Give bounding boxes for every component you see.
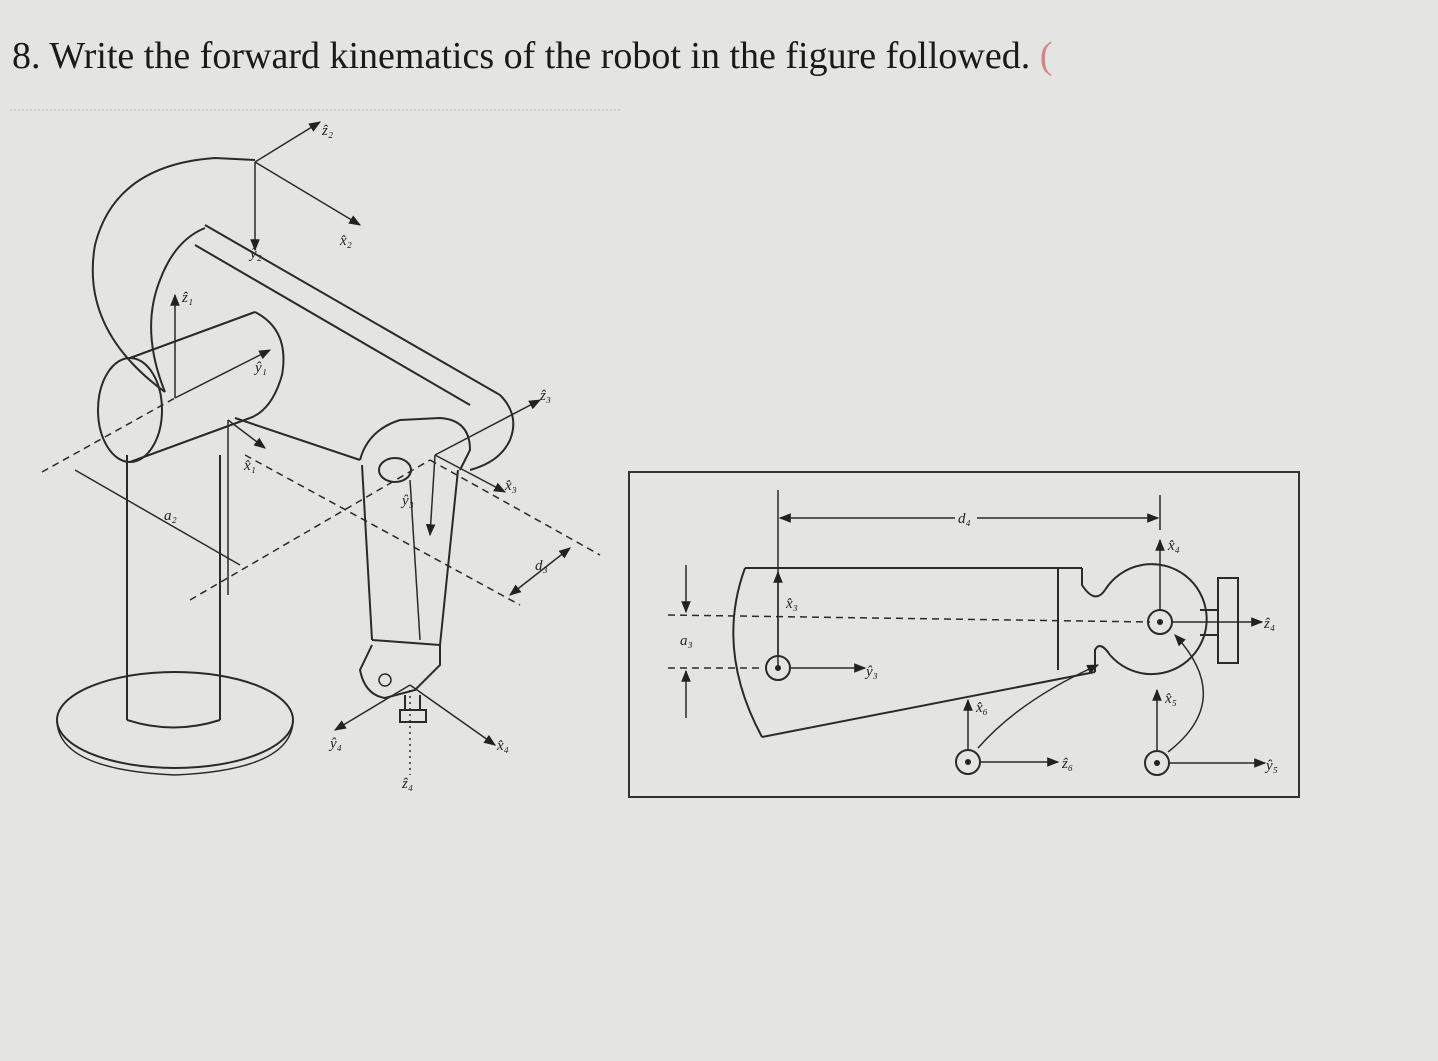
wrist-notch-bottom (1094, 645, 1111, 672)
pedestal-bottom (126, 719, 221, 729)
right-axis-labels: d₄ a₃ x̂₃ ŷ₃ x̂₄ ẑ₄ x̂₆ ẑ₆ x̂₅ ŷ₅ (680, 511, 1278, 774)
label-y5: ŷ₅ (1264, 758, 1278, 774)
left-robot-drawing (56, 156, 515, 776)
axis-x2-arrow (254, 161, 362, 226)
base-disc (56, 671, 294, 769)
left-frame-axes (41, 121, 601, 775)
wrist-joint-circle (1104, 563, 1208, 676)
a2-dim-line (74, 469, 241, 566)
label-x4: x̂₄ (496, 738, 509, 754)
dashed-line-d3 (429, 459, 601, 556)
label-z2: ẑ₂ (321, 123, 333, 139)
base-disc-rim (56, 721, 294, 776)
axis-y4-arrow (333, 684, 411, 731)
shoulder-cylinder-top (129, 311, 256, 359)
label-x3: x̂₃ (504, 478, 517, 494)
detail-frame (628, 471, 1300, 798)
label-y4: ŷ₄ (328, 736, 342, 752)
label-x1: x̂₁ (243, 458, 256, 474)
forearm-outline-left (732, 567, 763, 738)
elbow-bolt (378, 457, 412, 483)
question-text: 8. Write the forward kinematics of the r… (12, 34, 1052, 78)
label-d4: d₄ (958, 511, 971, 527)
question-trail-mark: ( (1039, 35, 1053, 77)
end-effector-flange (399, 709, 427, 723)
d3-dim-arrow (509, 547, 571, 596)
axis-y1-arrow (174, 349, 272, 399)
label-x4-right: x̂₄ (1167, 538, 1180, 554)
rotation-arc-6 (977, 664, 1100, 749)
shoulder-hood-outer (91, 156, 256, 393)
label-x5: x̂₅ (1164, 691, 1177, 707)
upper-arm-top-edge (204, 224, 501, 396)
question-label: 8. Write the forward kinematics of the r… (12, 35, 1031, 77)
frame4-dot (1157, 619, 1163, 625)
left-axis-labels: ẑ₂ x̂₂ ŷ₂ ẑ₁ ŷ₁ x̂₁ a₂ ẑ₃ x̂₃ ŷ₃ d₃ ŷ₄ x… (164, 123, 551, 792)
forearm-bottom (371, 639, 441, 646)
axis-y3-arrow (425, 454, 436, 537)
shoulder-cylinder-bottom (129, 417, 251, 463)
forearm-right (439, 469, 459, 646)
frame3-dot (775, 665, 781, 671)
wrist-body (358, 644, 441, 700)
label-z1: ẑ₁ (181, 290, 193, 306)
shoulder-cylinder-back (249, 311, 285, 419)
label-z6: ẑ₆ (1061, 756, 1073, 772)
forearm-crease (409, 479, 421, 641)
dashed-line-elbow (189, 459, 431, 601)
dashed-center-line-upper (667, 614, 1151, 623)
axis-x1-arrow (227, 419, 266, 449)
upper-arm-bottom-edge (234, 417, 361, 461)
frame6-dot (965, 759, 971, 765)
axis-x3-arrow (434, 454, 507, 493)
d4-label-bg (955, 508, 977, 526)
rotation-arc-5 (1167, 634, 1205, 753)
label-z4-right: ẑ₄ (1263, 616, 1275, 632)
label-a3: a₃ (680, 633, 693, 649)
label-x2: x̂₂ (339, 233, 352, 249)
forearm-outline-bottom (761, 671, 1096, 738)
label-z4: ẑ₄ (401, 776, 413, 792)
axis-z3-arrow (434, 399, 542, 456)
forearm-left (361, 464, 373, 641)
wrist-notch-top (1081, 568, 1106, 598)
label-z3: ẑ₃ (539, 388, 551, 404)
elbow-cap (469, 394, 515, 471)
dashed-line-shoulder (41, 397, 176, 473)
label-y2: ŷ₂ (248, 246, 262, 262)
label-x6: x̂₆ (975, 700, 988, 716)
label-y1: ŷ₁ (253, 360, 267, 376)
dashed-line-forearm (244, 454, 521, 606)
wrist-flange (1217, 577, 1239, 664)
upper-arm-mid-edge (194, 244, 471, 406)
label-y3: ŷ₃ (400, 493, 414, 509)
label-y3-right: ŷ₃ (864, 664, 878, 680)
axis-x4-arrow (409, 684, 496, 746)
label-d3: d₃ (535, 558, 548, 574)
frame5-dot (1154, 760, 1160, 766)
wrist-pin (378, 673, 392, 687)
elbow-plate (359, 416, 472, 471)
right-detail-figure (628, 471, 1300, 798)
label-x3-right: x̂₃ (785, 596, 798, 612)
shoulder-hood-inner (150, 227, 206, 393)
axis-z2-arrow (254, 121, 322, 163)
label-a2: a₂ (164, 508, 177, 524)
